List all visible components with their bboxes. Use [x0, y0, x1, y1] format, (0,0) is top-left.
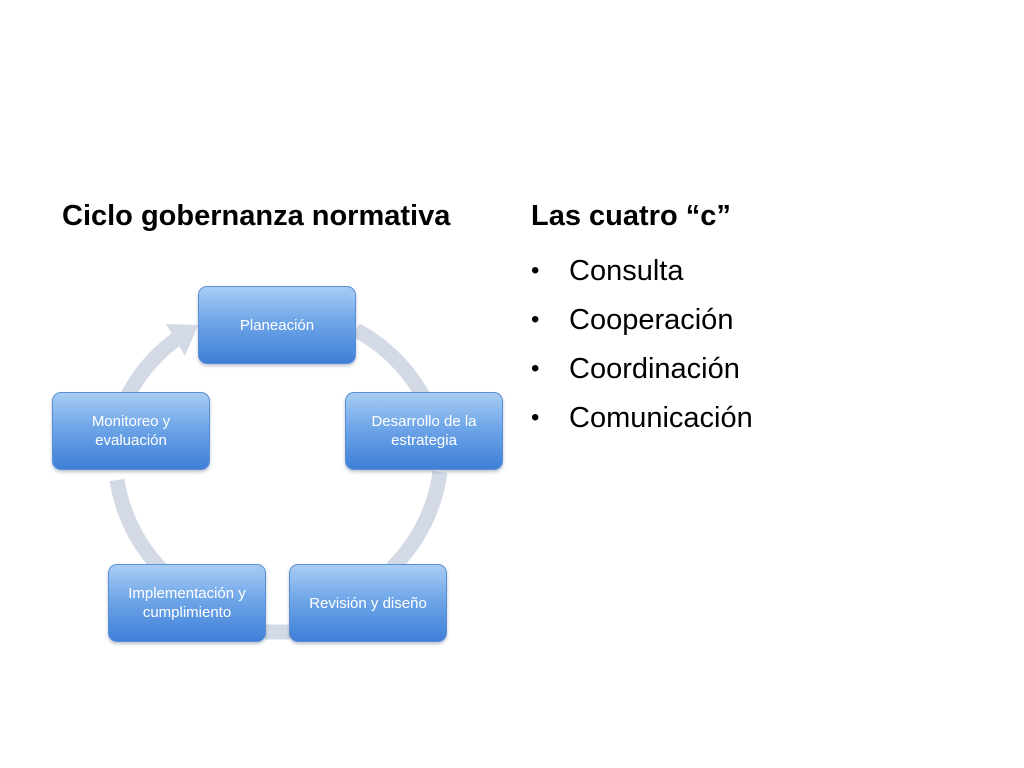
ring-arc: [121, 331, 183, 399]
ring-arc: [386, 470, 448, 574]
bullet-text: Cooperación: [569, 304, 734, 336]
arrowhead-icon: [166, 324, 198, 356]
ring-arc: [352, 323, 432, 404]
list-item: • Consulta: [531, 252, 753, 301]
bullet-icon: •: [531, 257, 540, 284]
cycle-node-implementacion: Implementación y cumplimiento: [108, 564, 266, 642]
cycle-node-desarrollo: Desarrollo de la estrategia: [345, 392, 503, 470]
cycle-node-monitoreo: Monitoreo y evaluación: [52, 392, 210, 470]
cycle-ring: [109, 323, 448, 640]
section-heading: Las cuatro “c”: [531, 200, 731, 232]
bullet-icon: •: [531, 404, 540, 431]
ring-arc: [109, 478, 168, 576]
list-item: • Coordinación: [531, 350, 753, 399]
list-item: • Cooperación: [531, 301, 753, 350]
list-item: • Comunicación: [531, 399, 753, 448]
cycle-node-revision: Revisión y diseño: [289, 564, 447, 642]
cycle-node-planeacion: Planeación: [198, 286, 356, 364]
bullet-text: Consulta: [569, 255, 684, 287]
page-title: Ciclo gobernanza normativa: [62, 200, 451, 232]
bullet-icon: •: [531, 355, 540, 382]
bullet-text: Comunicación: [569, 402, 753, 434]
bullet-text: Coordinación: [569, 353, 740, 385]
bullet-list: • Consulta • Cooperación • Coordinación • Co…: [531, 252, 753, 448]
bullet-icon: •: [531, 306, 540, 333]
